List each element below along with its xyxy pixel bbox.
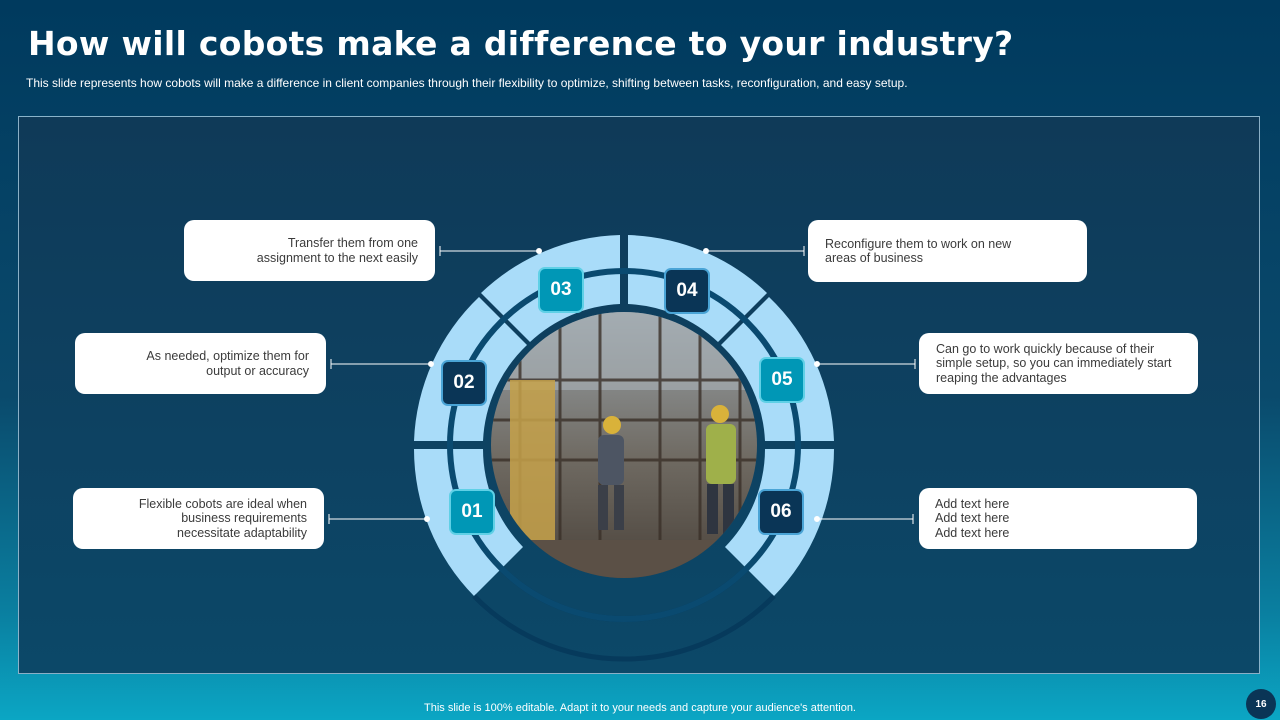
step-number-05: 05	[759, 357, 805, 403]
construction-photo	[491, 312, 757, 578]
step-text-01: Flexible cobots are ideal when business …	[138, 496, 307, 540]
page-number-badge: 16	[1246, 689, 1276, 719]
footer-note: This slide is 100% editable. Adapt it to…	[424, 702, 856, 714]
step-text-02: As needed, optimize them for output or a…	[146, 349, 309, 378]
step-text-06: Add text here Add text here Add text her…	[935, 496, 1010, 540]
step-number-02: 02	[441, 360, 487, 406]
step-card-06: Add text here Add text here Add text her…	[919, 488, 1197, 549]
step-number-04: 04	[664, 268, 710, 314]
step-card-05: Can go to work quickly because of their …	[919, 333, 1198, 394]
slide-title: How will cobots make a difference to you…	[28, 24, 1014, 63]
step-text-04: Reconfigure them to work on new areas of…	[825, 236, 1012, 266]
slide-subtitle: This slide represents how cobots will ma…	[26, 76, 908, 90]
step-text-03: Transfer them from one assignment to the…	[256, 236, 418, 265]
step-text-05: Can go to work quickly because of their …	[936, 341, 1172, 385]
step-card-04: Reconfigure them to work on new areas of…	[808, 220, 1087, 282]
step-number-01: 01	[449, 489, 495, 535]
step-number-06: 06	[758, 489, 804, 535]
step-card-03: Transfer them from one assignment to the…	[184, 220, 435, 281]
step-card-02: As needed, optimize them for output or a…	[75, 333, 326, 394]
step-number-03: 03	[538, 267, 584, 313]
step-card-01: Flexible cobots are ideal when business …	[73, 488, 324, 549]
